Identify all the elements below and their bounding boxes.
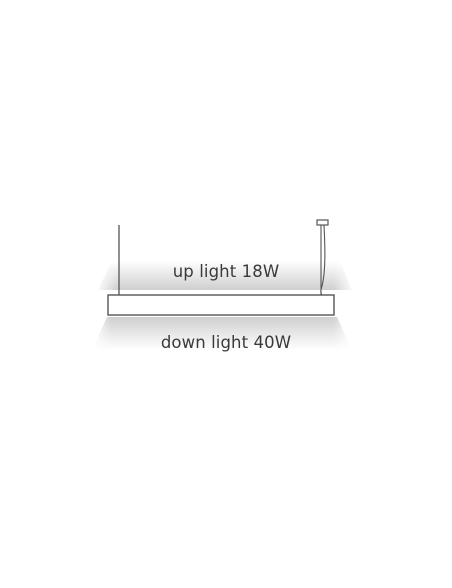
down-light-glow-fade [90, 316, 354, 351]
down-light-label: down light 40W [160, 333, 292, 352]
ceiling-connector-icon [316, 219, 329, 226]
power-cord [320, 224, 326, 296]
linear-pendant-light-icon [107, 294, 335, 316]
up-light-label: up light 18W [172, 262, 280, 281]
up-light-glow-fade [96, 260, 354, 291]
